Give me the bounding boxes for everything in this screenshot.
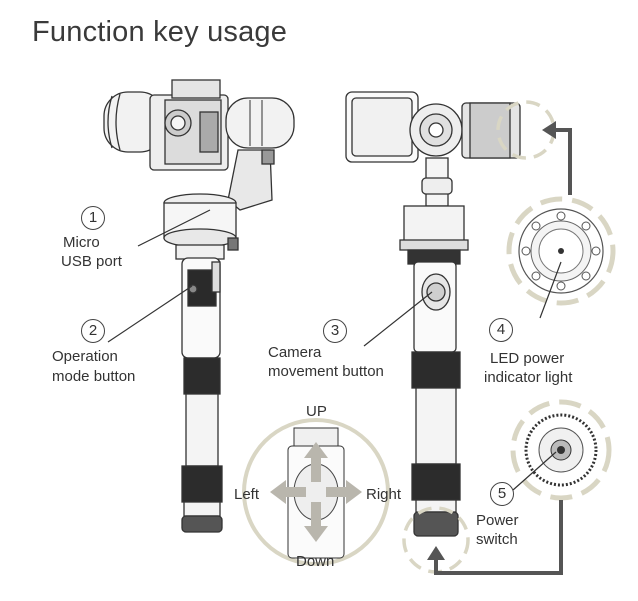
- led-arrow: [542, 121, 572, 195]
- callout-label-1-line2: USB port: [61, 253, 122, 270]
- callout-number-3: 3: [323, 319, 347, 343]
- direction-arrows: [270, 442, 362, 542]
- direction-right-label: Right: [366, 486, 402, 503]
- callout-label-2-line2: mode button: [52, 368, 136, 385]
- led-zoom-callout: [506, 196, 616, 306]
- callout-number-2: 2: [81, 319, 105, 343]
- page-title: Function key usage: [32, 16, 288, 48]
- callout-label-5-line1: Power: [476, 512, 519, 529]
- callout-label-3-line2: movement button: [268, 363, 384, 380]
- power-arrow: [427, 500, 563, 575]
- callout-label-4-line2: indicator light: [484, 369, 573, 386]
- power-switch-zoom-callout: [510, 399, 612, 501]
- dpad-zoom-callout: [242, 418, 390, 566]
- callout-label-1-line1: Micro: [63, 234, 100, 251]
- direction-left-label: Left: [234, 486, 260, 503]
- callout-number-5: 5: [490, 482, 514, 506]
- left-gimbal-illustration: [103, 79, 295, 533]
- leader-lines: [107, 209, 562, 491]
- callout-number-4: 4: [489, 318, 513, 342]
- callout-label-3-line1: Camera: [268, 344, 322, 361]
- callout-label-2-line1: Operation: [52, 348, 118, 365]
- direction-up-label: UP: [306, 403, 327, 420]
- callout-label-5-line2: switch: [476, 531, 518, 548]
- callout-number-1: 1: [81, 206, 105, 230]
- callout-label-4-line1: LED power: [490, 350, 565, 367]
- direction-down-label: Down: [296, 553, 335, 570]
